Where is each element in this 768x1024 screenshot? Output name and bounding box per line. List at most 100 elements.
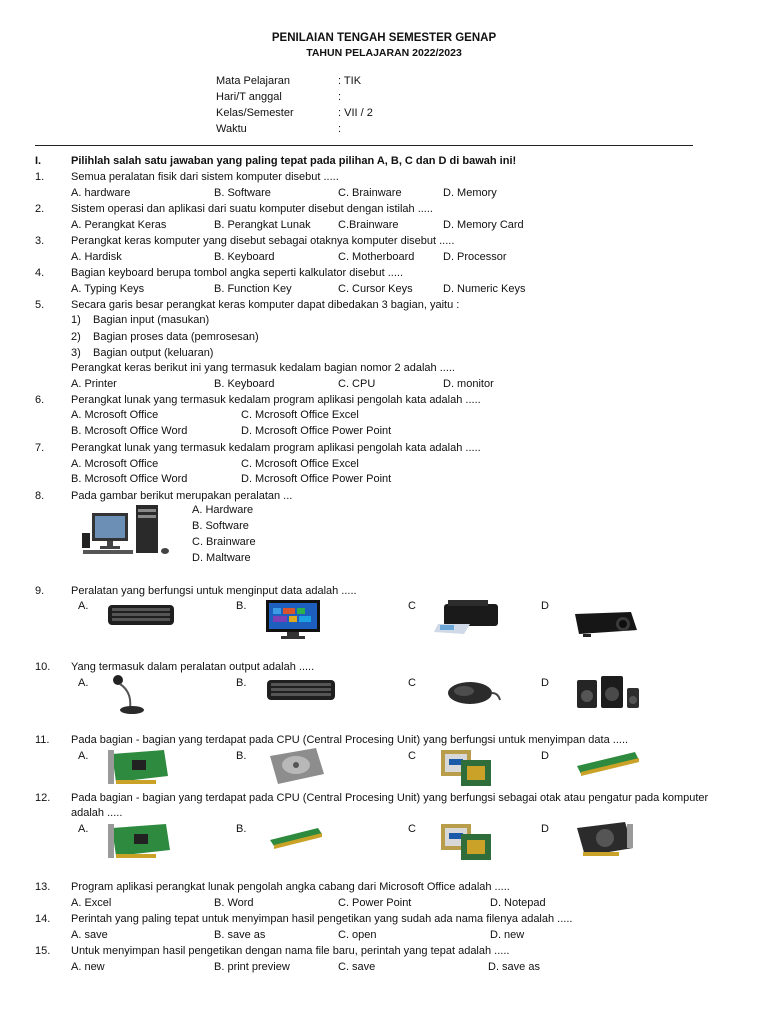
q7-option-a: A. Mcrosoft Office xyxy=(71,458,159,470)
q5-item-number: 3) xyxy=(71,347,81,359)
q11-option-d: D xyxy=(541,750,549,762)
q15-option-a: A. new xyxy=(71,961,105,973)
projector-image xyxy=(575,612,637,637)
field-label-class: Kelas/Semester xyxy=(216,107,294,119)
microphone-image xyxy=(113,675,144,714)
q9-option-a: A. xyxy=(78,600,89,612)
exam-title: PENILAIAN TENGAH SEMESTER GENAP xyxy=(271,32,497,44)
q5-number: 5. xyxy=(35,299,45,311)
q8-option-a: A. Hardware xyxy=(192,504,254,516)
q12-option-a: A. xyxy=(78,823,89,835)
q5-text-2: Perangkat keras berikut ini yang termasu… xyxy=(71,362,455,374)
printer-image xyxy=(434,600,498,634)
q2-option-c: C.Brainware xyxy=(338,219,399,231)
q3-option-a: A. Hardisk xyxy=(71,251,122,263)
field-value-class: : VII / 2 xyxy=(338,107,373,119)
keyboard-image xyxy=(108,605,174,625)
q10-option-a: A. xyxy=(78,677,89,689)
q9-text: Peralatan yang berfungsi untuk menginput… xyxy=(71,585,357,597)
q2-number: 2. xyxy=(35,203,45,215)
ram-image xyxy=(270,828,322,849)
q6-option-d: D. Mcrosoft Office Power Point xyxy=(241,425,392,437)
keyboard-image xyxy=(267,680,335,700)
q3-option-c: C. Motherboard xyxy=(338,251,415,263)
q15-option-d: D. save as xyxy=(488,961,540,973)
q7-number: 7. xyxy=(35,442,45,454)
q11-text: Pada bagian - bagian yang terdapat pada … xyxy=(71,734,629,746)
q7-option-b: B. Mcrosoft Office Word xyxy=(71,473,188,485)
graphics-card-image xyxy=(577,822,633,856)
q10-option-c: C xyxy=(408,677,416,689)
desktop-computer-image xyxy=(82,505,169,554)
q4-text: Bagian keyboard berupa tombol angka sepe… xyxy=(71,267,404,279)
q14-option-a: A. save xyxy=(71,929,108,941)
q9-number: 9. xyxy=(35,585,45,597)
q5-option-d: D. monitor xyxy=(443,378,494,390)
q11-option-c: C xyxy=(408,750,416,762)
q3-option-b: B. Keyboard xyxy=(214,251,275,263)
q5-option-c: C. CPU xyxy=(338,378,376,390)
processor-image xyxy=(441,750,491,786)
q12-text: Pada bagian - bagian yang terdapat pada … xyxy=(71,792,709,804)
monitor-image xyxy=(266,600,320,639)
field-value-date: : xyxy=(338,91,342,103)
q5-item-number: 1) xyxy=(71,314,81,326)
q5-option-b: B. Keyboard xyxy=(214,378,275,390)
q3-option-d: D. Processor xyxy=(443,251,507,263)
q15-text: Untuk menyimpan hasil pengetikan dengan … xyxy=(71,945,510,957)
q15-number: 15. xyxy=(35,945,51,957)
q12-option-b: B. xyxy=(236,823,247,835)
q4-number: 4. xyxy=(35,267,45,279)
q4-option-a: A. Typing Keys xyxy=(71,283,145,295)
q11-option-a: A. xyxy=(78,750,89,762)
q14-option-d: D. new xyxy=(490,929,525,941)
q1-option-d: D. Memory xyxy=(443,187,497,199)
q5-text: Secara garis besar perangkat keras kompu… xyxy=(71,299,460,311)
section-instruction: Pilihlah salah satu jawaban yang paling … xyxy=(71,155,517,167)
q15-option-b: B. print preview xyxy=(214,961,290,973)
q14-option-b: B. save as xyxy=(214,929,266,941)
q5-option-a: A. Printer xyxy=(71,378,117,390)
q1-text: Semua peralatan fisik dari sistem komput… xyxy=(71,171,339,183)
q11-number: 11. xyxy=(35,734,50,746)
q14-text: Perintah yang paling tepat untuk menyimp… xyxy=(71,913,573,925)
q14-number: 14. xyxy=(35,913,51,925)
field-label-subject: Mata Pelajaran xyxy=(216,75,290,87)
q8-option-b: B. Software xyxy=(192,520,249,532)
field-value-subject: : TIK xyxy=(338,75,362,87)
q2-option-a: A. Perangkat Keras xyxy=(71,219,167,231)
field-label-date: Hari/T anggal xyxy=(216,91,282,103)
network-card-image xyxy=(108,824,170,858)
q6-text: Perangkat lunak yang termasuk kedalam pr… xyxy=(71,394,481,406)
q10-option-b: B. xyxy=(236,677,247,689)
q1-number: 1. xyxy=(35,171,45,183)
q4-option-d: D. Numeric Keys xyxy=(443,283,526,295)
q1-option-b: B. Software xyxy=(214,187,271,199)
q6-option-c: C. Mcrosoft Office Excel xyxy=(241,409,359,421)
section-number: I. xyxy=(35,155,42,167)
q13-option-c: C. Power Point xyxy=(338,897,412,909)
q14-option-c: C. open xyxy=(338,929,377,941)
q2-text: Sistem operasi dan aplikasi dari suatu k… xyxy=(71,203,433,215)
q4-option-b: B. Function Key xyxy=(214,283,292,295)
q2-option-d: D. Memory Card xyxy=(443,219,524,231)
q13-option-b: B. Word xyxy=(214,897,254,909)
q8-option-d: D. Maltware xyxy=(192,552,251,564)
q2-option-b: B. Perangkat Lunak xyxy=(214,219,311,231)
q8-text: Pada gambar berikut merupakan peralatan … xyxy=(71,490,293,502)
q9-option-d: D xyxy=(541,600,549,612)
q13-number: 13. xyxy=(35,881,51,893)
header-divider xyxy=(35,145,693,146)
q10-number: 10. xyxy=(35,661,51,673)
network-card-image xyxy=(108,750,168,784)
q8-number: 8. xyxy=(35,490,45,502)
q7-option-d: D. Mcrosoft Office Power Point xyxy=(241,473,392,485)
q11-option-b: B. xyxy=(236,750,247,762)
q7-text: Perangkat lunak yang termasuk kedalam pr… xyxy=(71,442,481,454)
q12-option-d: D xyxy=(541,823,549,835)
q9-option-b: B. xyxy=(236,600,247,612)
q7-option-c: C. Mcrosoft Office Excel xyxy=(241,458,359,470)
processor-image xyxy=(441,824,491,860)
q10-option-d: D xyxy=(541,677,549,689)
q13-text: Program aplikasi perangkat lunak pengola… xyxy=(71,881,510,893)
